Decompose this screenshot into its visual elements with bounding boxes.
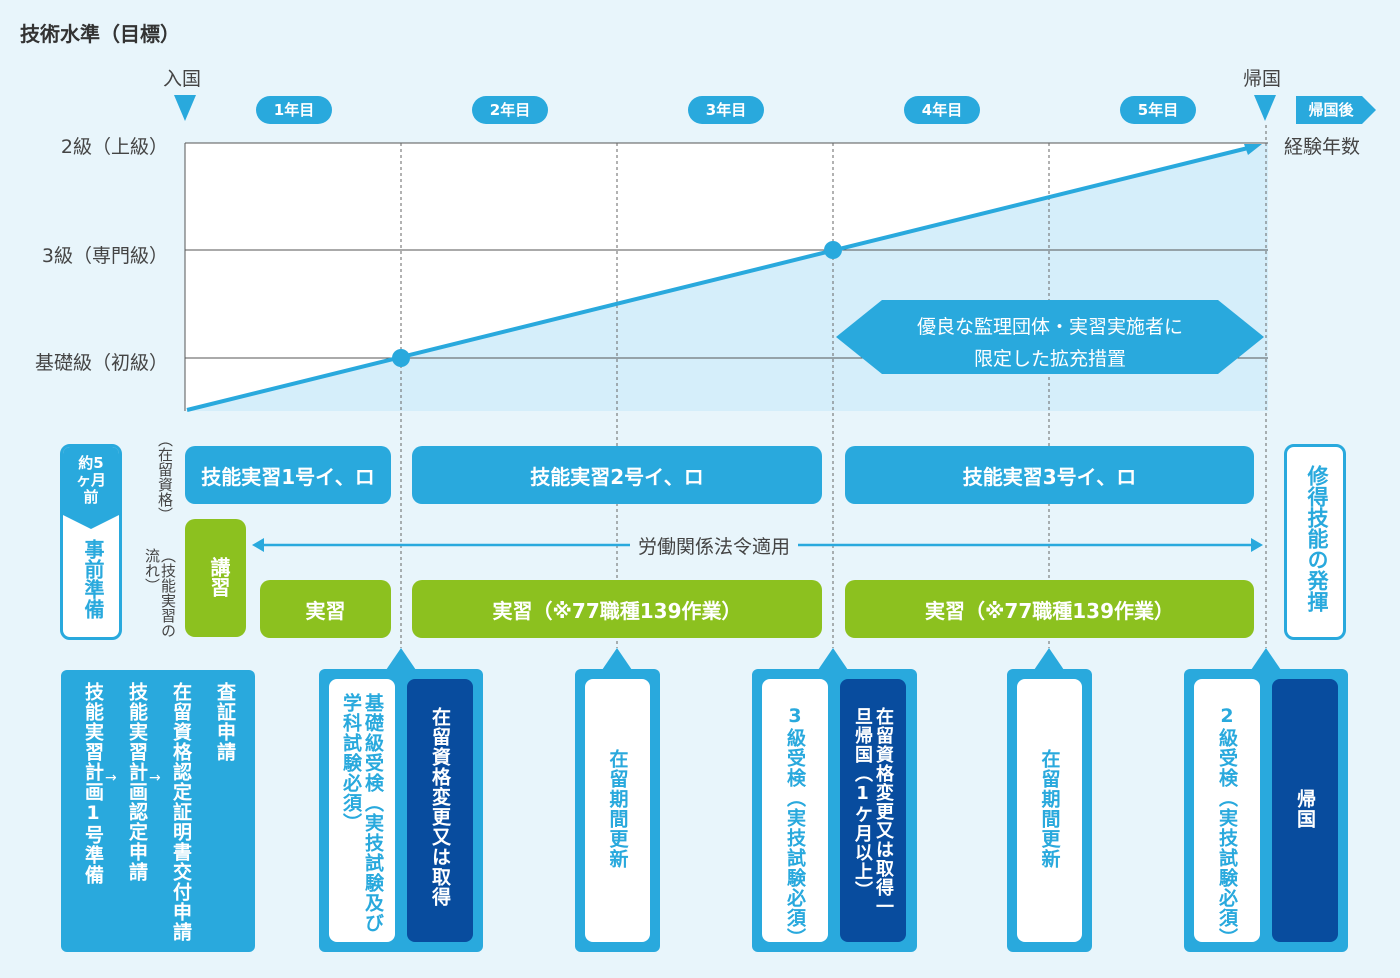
flow-side-label: （技能実習の流れ） — [143, 548, 177, 638]
post-return-label: 修得技能の発揮 — [1305, 465, 1329, 612]
after-return-label: 帰国後 — [1308, 101, 1354, 119]
status-bar-1: 技能実習1号イ、ロ — [185, 446, 391, 504]
growth-line — [186, 145, 1253, 412]
y1-test-card: 基礎級受検（実技試験及び学科試験必須） — [329, 679, 395, 942]
pointer-triangle-y3 — [818, 648, 848, 670]
pointer-triangle-y1 — [386, 648, 416, 670]
y5-return-card: 帰国 — [1272, 679, 1338, 942]
y1-steps-box: 基礎級受検（実技試験及び学科試験必須） 在留資格変更又は取得 — [319, 669, 483, 952]
practice-bar-3: 実習（※77職種139作業） — [845, 580, 1254, 638]
lecture-label: 講習 — [207, 557, 231, 597]
callout-line-1: 優良な監理団体・実習実施者に — [916, 316, 1183, 338]
year-pill-1: 1年目 — [256, 96, 332, 124]
page-title: 技術水準（目標） — [20, 22, 180, 46]
callout-line-2: 限定した拡充措置 — [973, 348, 1126, 370]
practice-bar-1: 実習 — [260, 580, 391, 638]
level-label-2: 2級（上級） — [60, 136, 168, 158]
milestone-dot-3 — [824, 241, 842, 259]
after-return-arrow-icon — [1296, 96, 1376, 124]
pointer-triangle-y2 — [602, 648, 632, 670]
status-side-label: （在留資格） — [156, 432, 174, 522]
year-pill-4: 4年目 — [904, 96, 980, 124]
pre-chevron-icon — [63, 515, 119, 529]
prep-step-4: 査証申請 — [214, 682, 236, 762]
year-pill-3: 3年目 — [688, 96, 764, 124]
pre-preparation-label: 事前準備 — [81, 539, 105, 619]
y3-change-label: 在留資格変更又は取得一旦帰国（1ケ月以上） — [852, 707, 894, 916]
y2-renew-label: 在留期間更新 — [606, 749, 629, 869]
entry-triangle-down-icon — [174, 95, 196, 121]
pre-timing-label: 約5ヶ月前 — [75, 454, 106, 506]
y4-steps-box: 在留期間更新 — [1007, 669, 1092, 952]
prep-steps-box: 技能実習計画1号準備 → 技能実習計画認定申請 → 在留資格認定証明書交付申請 … — [61, 670, 255, 952]
practice-bar-2: 実習（※77職種139作業） — [412, 580, 822, 638]
year-pill-5: 5年目 — [1120, 96, 1196, 124]
level-label-basic: 基礎級（初級） — [34, 352, 168, 374]
prep-step-1: 技能実習計画1号準備 — [82, 682, 104, 885]
pointer-triangle-y5 — [1251, 648, 1281, 670]
y1-change-label: 在留資格変更又は取得 — [429, 707, 451, 907]
prep-step-3: 在留資格認定証明書交付申請 — [170, 682, 192, 942]
y5-steps-box: 2級受検（実技試験必須） 帰国 — [1184, 669, 1348, 952]
y1-change-card: 在留資格変更又は取得 — [407, 679, 473, 942]
after-return-tag: 帰国後 — [1296, 96, 1376, 124]
extension-callout: 優良な監理団体・実習実施者に 限定した拡充措置 — [882, 311, 1218, 375]
post-return-box: 修得技能の発揮 — [1284, 444, 1346, 640]
y5-return-label: 帰国 — [1294, 789, 1316, 829]
year-pill-2: 2年目 — [472, 96, 548, 124]
y4-renew-card: 在留期間更新 — [1017, 679, 1082, 942]
pre-preparation-box: 約5ヶ月前 事前準備 — [60, 444, 122, 640]
x-axis-label: 経験年数 — [1284, 136, 1361, 158]
milestone-dot-basic — [392, 349, 410, 367]
status-bar-2: 技能実習2号イ、ロ — [412, 446, 822, 504]
y4-renew-label: 在留期間更新 — [1038, 749, 1061, 869]
labor-law-label: 労働関係法令適用 — [630, 532, 799, 559]
status-bar-3: 技能実習3号イ、ロ — [845, 446, 1254, 504]
return-label: 帰国 — [1243, 68, 1282, 90]
y3-steps-box: 3級受検（実技試験必須） 在留資格変更又は取得一旦帰国（1ケ月以上） — [752, 669, 917, 952]
y5-test-label: 2級受検（実技試験必須） — [1216, 705, 1238, 948]
y5-test-card: 2級受検（実技試験必須） — [1194, 679, 1260, 948]
y2-renew-card: 在留期間更新 — [585, 679, 650, 942]
lecture-box: 講習 — [185, 519, 246, 637]
level-label-3: 3級（専門級） — [41, 245, 168, 267]
prep-arrow-1-right-arrow-icon: → — [105, 770, 117, 786]
growth-arrow-icon — [1244, 144, 1262, 155]
prep-step-2: 技能実習計画認定申請 — [126, 682, 148, 882]
pre-timing-band — [63, 447, 119, 515]
y1-test-label: 基礎級受検（実技試験及び学科試験必須） — [340, 693, 384, 933]
year-dividers — [400, 125, 1267, 648]
y3-test-card: 3級受検（実技試験必須） — [762, 679, 828, 948]
return-triangle-down-icon — [1254, 95, 1276, 121]
y3-change-card: 在留資格変更又は取得一旦帰国（1ケ月以上） — [840, 679, 906, 942]
pointer-triangle-y4 — [1034, 648, 1064, 670]
callout-hexagon — [836, 300, 1264, 374]
prep-arrow-2-right-arrow-icon: → — [149, 770, 161, 786]
y2-steps-box: 在留期間更新 — [575, 669, 660, 952]
y3-test-label: 3級受検（実技試験必須） — [784, 705, 806, 948]
entry-label: 入国 — [163, 68, 202, 90]
